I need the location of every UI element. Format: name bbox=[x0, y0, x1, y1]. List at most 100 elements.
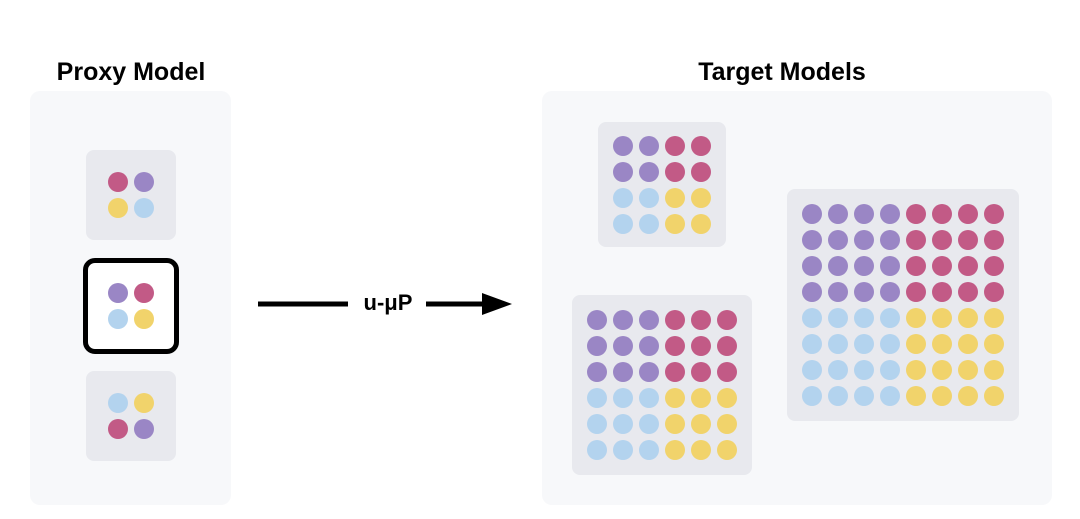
yellow-dot bbox=[665, 213, 685, 234]
purple-dot bbox=[613, 336, 633, 356]
yellow-dot bbox=[984, 360, 1004, 380]
yellow-dot bbox=[932, 386, 952, 406]
blue-dot bbox=[587, 440, 607, 460]
purple-dot bbox=[639, 336, 659, 356]
yellow-dot bbox=[958, 360, 978, 380]
blue-dot bbox=[639, 414, 659, 434]
yellow-dot bbox=[665, 440, 685, 460]
yellow-dot bbox=[932, 308, 952, 328]
purple-dot bbox=[880, 282, 900, 302]
blue-dot bbox=[828, 360, 848, 380]
blue-dot bbox=[802, 386, 822, 406]
pink-dot bbox=[906, 204, 926, 224]
purple-dot bbox=[613, 135, 633, 156]
yellow-dot bbox=[717, 414, 737, 434]
proxy-tile bbox=[83, 258, 179, 354]
yellow-dot bbox=[717, 440, 737, 460]
pink-dot bbox=[691, 161, 711, 182]
pink-dot bbox=[984, 282, 1004, 302]
pink-dot bbox=[691, 336, 711, 356]
proxy-model-title: Proxy Model bbox=[56, 58, 206, 86]
purple-dot bbox=[134, 172, 154, 192]
blue-dot bbox=[880, 308, 900, 328]
blue-dot bbox=[639, 187, 659, 208]
pink-dot bbox=[665, 362, 685, 382]
pink-dot bbox=[108, 419, 128, 439]
arrow bbox=[258, 293, 512, 315]
blue-dot bbox=[613, 440, 633, 460]
yellow-dot bbox=[717, 388, 737, 408]
pink-dot bbox=[984, 230, 1004, 250]
blue-dot bbox=[639, 440, 659, 460]
pink-dot bbox=[691, 310, 711, 330]
purple-dot bbox=[802, 256, 822, 276]
blue-dot bbox=[134, 198, 154, 218]
yellow-dot bbox=[665, 414, 685, 434]
proxy-tile bbox=[86, 371, 176, 461]
proxy-tile bbox=[86, 150, 176, 240]
purple-dot bbox=[802, 282, 822, 302]
pink-dot bbox=[665, 336, 685, 356]
blue-dot bbox=[108, 393, 128, 413]
yellow-dot bbox=[958, 334, 978, 354]
yellow-dot bbox=[691, 440, 711, 460]
yellow-dot bbox=[906, 386, 926, 406]
pink-dot bbox=[691, 362, 711, 382]
purple-dot bbox=[854, 282, 874, 302]
blue-dot bbox=[828, 334, 848, 354]
purple-dot bbox=[854, 204, 874, 224]
purple-dot bbox=[613, 161, 633, 182]
yellow-dot bbox=[691, 187, 711, 208]
purple-dot bbox=[828, 256, 848, 276]
blue-dot bbox=[880, 360, 900, 380]
yellow-dot bbox=[665, 388, 685, 408]
yellow-dot bbox=[958, 308, 978, 328]
yellow-dot bbox=[906, 334, 926, 354]
blue-dot bbox=[639, 213, 659, 234]
purple-dot bbox=[639, 310, 659, 330]
pink-dot bbox=[108, 172, 128, 192]
blue-dot bbox=[587, 414, 607, 434]
pink-dot bbox=[958, 256, 978, 276]
blue-dot bbox=[108, 309, 128, 329]
purple-dot bbox=[639, 135, 659, 156]
blue-dot bbox=[587, 388, 607, 408]
blue-dot bbox=[880, 386, 900, 406]
yellow-dot bbox=[984, 334, 1004, 354]
blue-dot bbox=[854, 386, 874, 406]
purple-dot bbox=[802, 204, 822, 224]
pink-dot bbox=[932, 256, 952, 276]
purple-dot bbox=[854, 256, 874, 276]
purple-dot bbox=[828, 230, 848, 250]
pink-dot bbox=[932, 282, 952, 302]
blue-dot bbox=[613, 213, 633, 234]
blue-dot bbox=[802, 334, 822, 354]
pink-dot bbox=[932, 230, 952, 250]
blue-dot bbox=[802, 308, 822, 328]
blue-dot bbox=[880, 334, 900, 354]
purple-dot bbox=[828, 282, 848, 302]
purple-dot bbox=[587, 362, 607, 382]
pink-dot bbox=[984, 204, 1004, 224]
yellow-dot bbox=[134, 309, 154, 329]
purple-dot bbox=[613, 310, 633, 330]
blue-dot bbox=[613, 414, 633, 434]
yellow-dot bbox=[691, 213, 711, 234]
pink-dot bbox=[906, 282, 926, 302]
arrowhead bbox=[482, 293, 512, 315]
blue-dot bbox=[828, 308, 848, 328]
yellow-dot bbox=[984, 308, 1004, 328]
purple-dot bbox=[587, 310, 607, 330]
purple-dot bbox=[880, 230, 900, 250]
blue-dot bbox=[854, 360, 874, 380]
blue-dot bbox=[854, 334, 874, 354]
arrow-label: u-μP bbox=[363, 290, 413, 315]
pink-dot bbox=[958, 204, 978, 224]
pink-dot bbox=[958, 230, 978, 250]
pink-dot bbox=[665, 161, 685, 182]
yellow-dot bbox=[984, 386, 1004, 406]
yellow-dot bbox=[932, 334, 952, 354]
yellow-dot bbox=[134, 393, 154, 413]
purple-dot bbox=[880, 204, 900, 224]
pink-dot bbox=[717, 310, 737, 330]
